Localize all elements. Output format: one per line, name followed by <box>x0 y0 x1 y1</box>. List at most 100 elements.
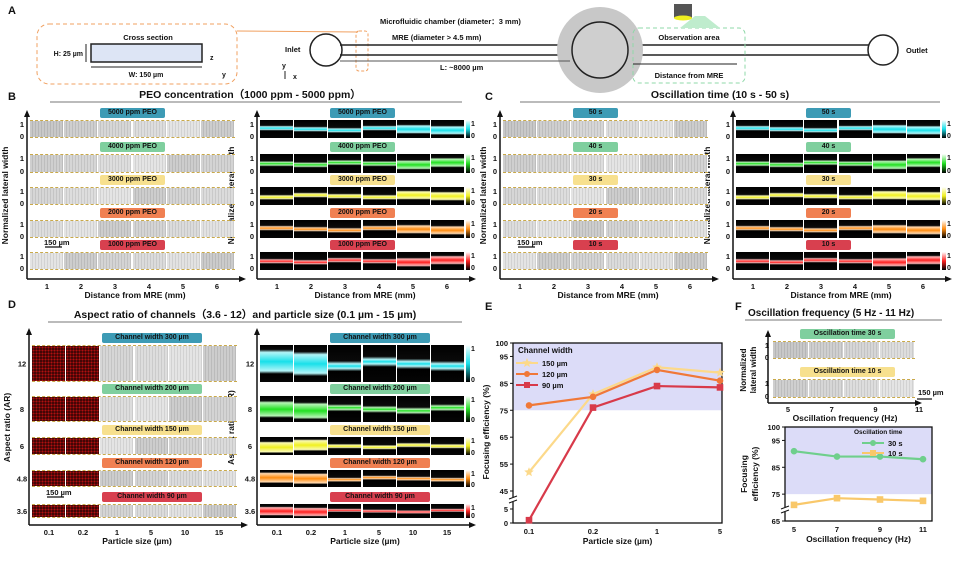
series-line-150m <box>528 366 721 473</box>
lateral-tick-1: 1 <box>20 187 24 196</box>
axis-z-label: z <box>210 55 214 62</box>
colorbar-max: 1 <box>471 155 475 162</box>
x-tick-label: 11 <box>915 405 923 414</box>
micrograph-cell <box>503 188 538 204</box>
microfluidic-chamber <box>571 21 629 79</box>
micrograph-cell <box>166 253 201 269</box>
y-axis-title: Normalized lateral width <box>0 147 10 245</box>
micrograph-cell <box>200 188 235 204</box>
arrow-icon <box>712 276 719 282</box>
x-tick-label: 3 <box>113 282 117 291</box>
data-point <box>790 447 798 455</box>
arrow-icon <box>239 276 246 282</box>
x-tick-label: 4 <box>377 282 382 291</box>
lateral-tick-0: 0 <box>493 264 497 273</box>
legend-label: 120 µm <box>542 370 568 379</box>
scale-bar-label: 150 µm <box>44 238 70 247</box>
condition-label: 50 s <box>573 108 618 118</box>
micrograph-cell <box>66 438 101 454</box>
colorbar-max: 1 <box>471 438 475 445</box>
colorbar-max: 1 <box>947 221 951 228</box>
lateral-tick-0: 0 <box>493 199 497 208</box>
micrograph-cell <box>537 121 572 137</box>
x-axis-title: Oscillation frequency (Hz) <box>793 413 898 423</box>
colorbar <box>466 252 470 270</box>
data-point <box>589 404 597 411</box>
x-tick-label: 3 <box>819 282 823 291</box>
micrograph-cell <box>132 253 167 269</box>
micrograph-cell <box>808 380 844 397</box>
micrograph-cell <box>503 221 538 237</box>
y-axis-title: Focusing efficiency (%) <box>481 384 491 479</box>
fluorescence-cell <box>396 252 431 270</box>
condition-label: Oscillation time 10 s <box>800 367 895 377</box>
left-image-strip <box>32 470 237 487</box>
fluorescence-cell <box>260 252 295 270</box>
colorbar <box>466 120 470 138</box>
colorbar-max: 1 <box>471 346 475 353</box>
condition-label: Channel width 120 µm <box>102 458 202 468</box>
right-image-strip <box>736 220 941 238</box>
x-tick-label: 3 <box>586 282 590 291</box>
condition-label: 3000 ppm PEO <box>100 175 165 185</box>
lateral-tick-1: 1 <box>493 220 497 229</box>
micrograph-cell <box>30 155 65 172</box>
plot-frame <box>512 342 723 524</box>
micrograph-cell <box>134 505 169 517</box>
lateral-tick-0: 0 <box>20 264 24 273</box>
x-tick-label: 4 <box>853 282 858 291</box>
x-tick-label: 1 <box>655 527 659 536</box>
fluorescence-cell <box>804 154 839 173</box>
fluorescence-cell <box>328 504 363 518</box>
lateral-tick-1: 1 <box>20 120 24 129</box>
micrograph-cell <box>66 505 101 517</box>
lateral-tick-0: 0 <box>726 199 730 208</box>
fluorescence-cell <box>362 187 397 205</box>
series-line-30s <box>793 450 924 461</box>
fluorescence-cell <box>362 470 397 487</box>
micrograph-cell <box>639 253 674 269</box>
micrograph-cell <box>32 438 67 454</box>
fluorescence-cell <box>430 345 465 382</box>
micrograph-cell <box>639 121 674 137</box>
y-tick-label: 100 <box>767 423 780 432</box>
fluorescence-cell <box>736 252 771 270</box>
fluorescence-cell <box>328 120 363 138</box>
lateral-tick-1: 1 <box>250 120 254 129</box>
colorbar-min: 0 <box>947 168 951 175</box>
axis-y-label: y <box>222 72 226 79</box>
micrograph-cell <box>200 155 235 172</box>
right-image-strip <box>736 187 941 205</box>
micrograph-cell <box>571 253 606 269</box>
y-tick-label: 55 <box>500 460 508 469</box>
fluorescence-cell <box>328 252 363 270</box>
micrograph-cell <box>537 221 572 237</box>
left-image-strip <box>30 154 235 173</box>
micrograph-cell <box>134 346 169 381</box>
micrograph-cell <box>166 121 201 137</box>
x-tick-label: 9 <box>878 525 882 534</box>
arrow-icon <box>497 110 503 117</box>
micrograph-cell <box>30 188 65 204</box>
condition-label: Channel width 90 µm <box>102 492 202 502</box>
micrograph-cell <box>100 397 135 421</box>
aspect-ratio-tick: 8 <box>20 405 24 414</box>
arrow-icon <box>765 330 771 337</box>
lateral-tick-0: 0 <box>250 199 254 208</box>
fluorescence-cell <box>396 187 431 205</box>
fluorescence-cell <box>328 220 363 238</box>
micrograph-cell <box>166 221 201 237</box>
colorbar <box>466 437 470 455</box>
micrograph-cell <box>168 505 203 517</box>
colorbar-max: 1 <box>471 253 475 260</box>
y-tick-label: 85 <box>500 379 508 388</box>
data-point <box>716 377 724 384</box>
fluorescence-cell <box>260 396 295 422</box>
condition-label: 20 s <box>573 208 618 218</box>
panel-label: A <box>8 5 16 17</box>
condition-label: 20 s <box>806 208 851 218</box>
micrograph-cell <box>98 121 133 137</box>
condition-label: Channel width 300 µm <box>102 333 202 343</box>
micrograph-cell <box>844 342 880 358</box>
x-tick-label: 1 <box>518 282 522 291</box>
